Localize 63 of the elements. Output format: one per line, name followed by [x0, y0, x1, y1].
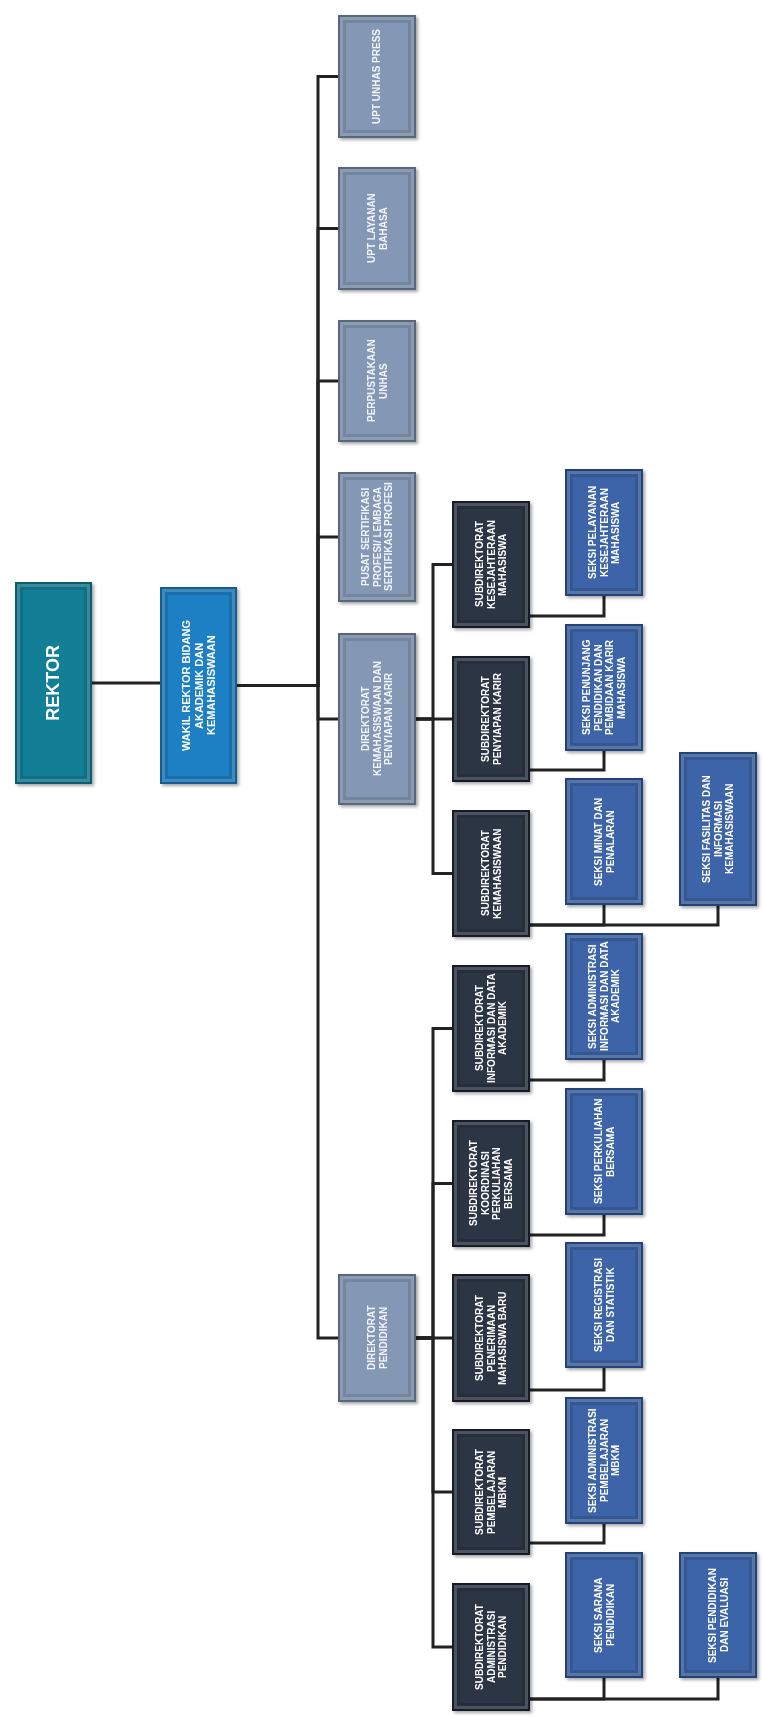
unit-name: SUBDIREKTORAT PENYIAPAN KARIR [479, 672, 503, 768]
connector-line [530, 1215, 606, 1237]
connector-line [530, 751, 606, 772]
org-unit-box [338, 633, 416, 805]
org-unit-box [679, 1552, 757, 1678]
org-unit-box [565, 933, 643, 1060]
org-unit-box [338, 1274, 416, 1402]
unit-name: DIREKTORAT KEMAHASISWAAN DAN PENYIAPAN KARIR [359, 660, 395, 779]
org-unit-box [565, 1552, 643, 1678]
org-unit-box [338, 15, 416, 138]
unit-name: UPT LAYANAN BAHASA [365, 192, 389, 266]
unit-name: SUBDIREKTORAT KEMAHASISWAAN [479, 827, 503, 921]
unit-name: SEKSI MINAT DAN PENALARAN [592, 796, 616, 888]
unit-name: SEKSI PELAYANAN KESEJAHTERAAN MAHASISWA [586, 484, 622, 582]
connector-line [530, 1524, 606, 1545]
org-unit-box [565, 624, 643, 751]
org-unit-box [452, 656, 530, 782]
org-unit-box [452, 965, 530, 1092]
unit-name: SEKSI PERKULIAHAN BERSAMA [592, 1097, 616, 1207]
connector-line [530, 596, 606, 618]
org-unit-box [160, 587, 237, 784]
connector-line [416, 1336, 452, 1649]
unit-name: UPT UNHAS PRESS [371, 29, 383, 124]
org-unit-box [565, 1397, 643, 1524]
unit-name: REKTOR [43, 645, 64, 721]
connector-line [530, 1060, 606, 1082]
unit-name: PERPUSTAKAAN UNHAS [365, 338, 389, 425]
org-unit-box [338, 472, 416, 602]
unit-name: SUBDIREKTORAT KOORDINASI PERKULIAHAN BERSAMA [468, 1139, 514, 1229]
unit-name: SEKSI PENDIDIKAN DAN EVALUASI [706, 1566, 730, 1665]
connector-line [530, 1368, 606, 1392]
unit-name: SEKSI FASILITAS DAN INFORMASI KEMAHASISWAAN [700, 774, 736, 885]
unit-name: DIREKTORAT PENDIDIKAN [365, 1304, 389, 1373]
unit-name: SUBDIREKTORAT PENERIMAAN MAHASISWA BARU [473, 1290, 509, 1387]
org-unit-box [15, 582, 92, 784]
unit-name: SEKSI ADMINISTRASI INFORMASI DAN DATA AKADEMIK [586, 941, 622, 1052]
unit-name: SEKSI PENUNJANG PENDIDIKAN DAN PEMBIDAAN KARIR MAHASISWA [581, 638, 627, 738]
org-unit-box [565, 469, 643, 596]
org-unit-box [452, 810, 530, 937]
unit-name: WAKIL REKTOR BIDANG AKADEMIK DAN KEMAHASISWAAN [179, 619, 218, 753]
org-unit-box [565, 1242, 643, 1368]
unit-name: SUBDIREKTORAT KESEJAHTERAAN MAHASISWA [473, 519, 509, 611]
unit-name: PUSAT SERTIFIKASI PROFESI/ LEMBAGA SERTIFIKASI PROFESI [359, 481, 395, 594]
connector-line [530, 906, 720, 927]
unit-name: SEKSI REGISTRASI DAN STATISTIK [592, 1257, 616, 1354]
org-unit-box [452, 1429, 530, 1555]
org-unit-box [452, 1274, 530, 1402]
connector-line [416, 717, 452, 875]
org-unit-box [452, 501, 530, 628]
org-unit-box [452, 1583, 530, 1711]
org-unit-box [452, 1120, 530, 1247]
unit-name: SUBDIREKTORAT ADMINISTRASI PENDIDIKAN [473, 1603, 509, 1692]
connector-line [92, 681, 160, 685]
unit-name: SEKSI SARANA PENDIDIKAN [592, 1576, 616, 1655]
org-unit-box [565, 1088, 643, 1215]
org-unit-box [679, 752, 757, 906]
connector-line [530, 1678, 720, 1701]
org-unit-box [565, 778, 643, 905]
unit-name: SUBDIREKTORAT PEMBELAJARAN MBKM [473, 1448, 509, 1537]
org-unit-box [338, 167, 416, 290]
unit-name: SEKSI ADMINISTRASI PEMBELAJARAN MBKM [586, 1407, 622, 1515]
org-unit-box [338, 320, 416, 442]
unit-name: SUBDIREKTORAT INFORMASI DAN DATA AKADEMIK [473, 973, 509, 1084]
